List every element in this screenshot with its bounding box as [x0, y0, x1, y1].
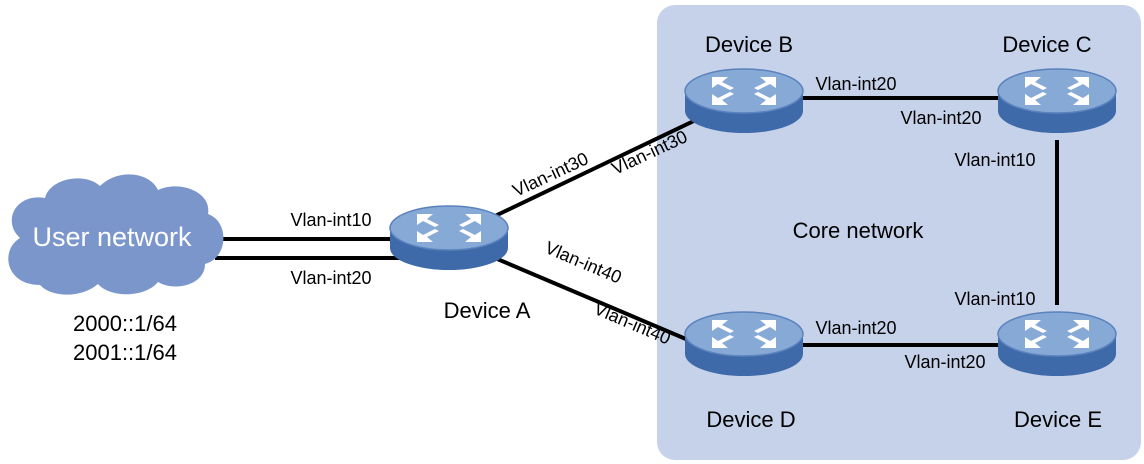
device-e-label: Device E: [1014, 407, 1102, 432]
iface-a-d-near-a: Vlan-int40: [542, 237, 624, 287]
device-d-label: Device D: [706, 407, 795, 432]
iface-b-c-near-c: Vlan-int20: [900, 108, 981, 128]
iface-user-a-2: Vlan-int20: [290, 268, 371, 288]
user-network-addr2: 2001::1/64: [73, 340, 177, 365]
device-b-router-icon: [684, 68, 804, 134]
user-network-cloud: User network: [8, 174, 224, 295]
device-d-router-icon: [684, 311, 804, 377]
links: [215, 96, 1059, 347]
device-e-router-icon: [997, 311, 1117, 377]
user-network-label: User network: [32, 222, 192, 252]
core-network-label: Core network: [793, 218, 925, 243]
device-c-label: Device C: [1002, 32, 1091, 57]
iface-c-e-near-e: Vlan-int10: [954, 289, 1035, 309]
device-b-label: Device B: [705, 32, 793, 57]
iface-user-a-1: Vlan-int10: [290, 210, 371, 230]
link-a-b: [494, 116, 701, 218]
iface-d-e-near-d: Vlan-int20: [815, 318, 896, 338]
device-a-label: Device A: [444, 298, 531, 323]
link-a-d: [494, 256, 701, 347]
iface-d-e-near-e: Vlan-int20: [904, 352, 985, 372]
iface-c-e-near-c: Vlan-int10: [954, 150, 1035, 170]
user-network-addr1: 2000::1/64: [73, 311, 177, 336]
device-a-router-icon: [389, 205, 509, 271]
iface-b-c-near-b: Vlan-int20: [815, 74, 896, 94]
device-c-router-icon: [997, 68, 1117, 134]
